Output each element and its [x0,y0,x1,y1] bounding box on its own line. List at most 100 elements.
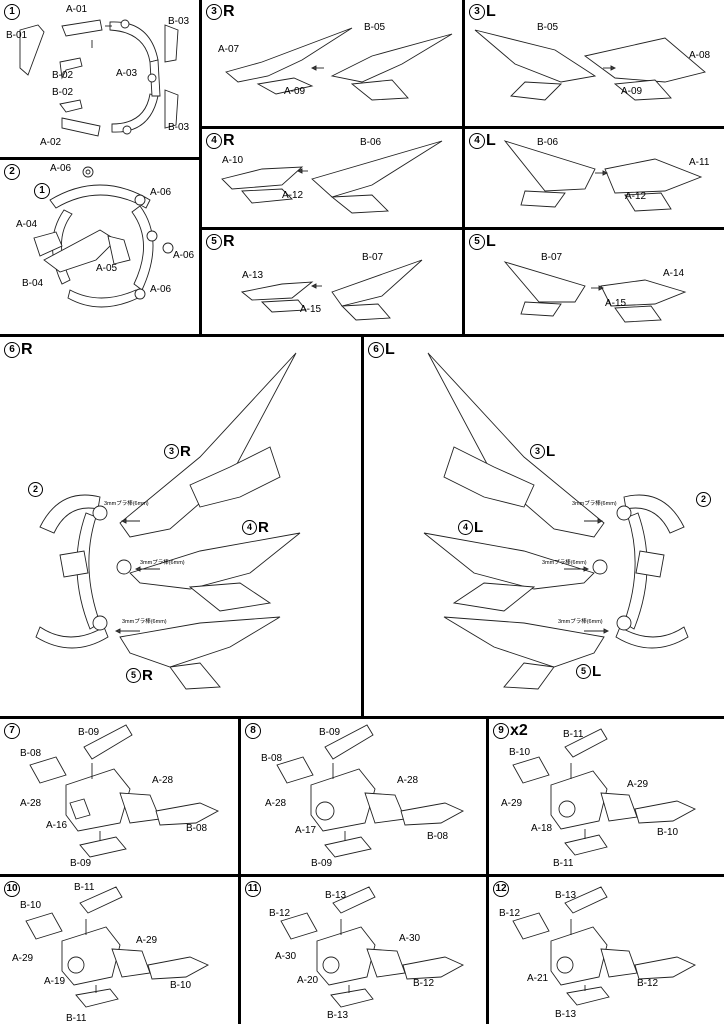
part-label: B-08 [261,753,283,764]
part-label: A-30 [399,933,421,944]
rod-note: 3mmプラ棒(6mm) [542,560,587,566]
step-title: 12 [493,880,510,898]
part-label: A-06 [150,284,172,295]
part-label: B-10 [509,747,531,758]
part-label: B-01 [6,30,28,41]
part-label: A-06 [173,250,195,261]
wing-parts-illustration [240,259,423,321]
step-2-panel: 2 1 A-06 A-06 A-04 A-05 A-06 B-04 A-06 [0,160,199,334]
part-label: B-10 [20,900,42,911]
part-label: A-05 [96,263,118,274]
part-label: B-13 [555,890,577,901]
step-12-panel: 12 B-13 B-12 A-21 B-12 B-13 [489,877,724,1024]
part-label: B-13 [325,890,347,901]
divider [486,716,489,1024]
part-label: A-14 [663,268,685,279]
part-label: B-09 [311,858,333,869]
part-label: B-13 [555,1009,577,1020]
part-label: B-13 [327,1010,349,1021]
rod-note: 3mmプラ棒(6mm) [558,619,603,625]
part-label: A-08 [689,50,711,61]
joint-assembly-illustration [512,728,697,856]
rod-note: 3mmプラ棒(6mm) [122,619,167,625]
joint-assembly-illustration [280,886,465,1008]
part-label: B-05 [537,22,559,33]
part-label: A-06 [150,187,172,198]
step-7-panel: 7 B-09 B-08 A-28 A-28 A-16 B-08 B-09 [0,719,238,874]
ring-parts-illustration [19,19,179,137]
step-1-panel: 1 A-01 B-03 B-01 A-03 B-02 B-02 B-03 A-0… [0,0,199,157]
joint-assembly-illustration [29,724,220,858]
part-label: A-09 [621,86,643,97]
joint-assembly-illustration [25,886,210,1008]
part-label: B-08 [427,831,449,842]
frame-assembly-illustration [33,166,174,308]
left-wing-assembly-illustration [423,352,689,690]
part-label: A-20 [297,975,319,986]
divider [199,0,202,336]
part-label: B-09 [319,727,341,738]
part-label: B-07 [362,252,384,263]
step-title: 10 [4,880,21,898]
rod-note: 3mmプラ棒(6mm) [140,560,185,566]
part-label: A-29 [627,779,649,790]
wing-parts-illustration [221,140,443,214]
wing-parts-illustration [503,261,687,323]
part-label: B-02 [52,70,74,81]
part-label: A-29 [501,798,523,809]
part-label: B-11 [563,729,584,740]
step-2-callout: 2 [696,491,712,508]
step-2-callout: 2 [28,481,44,498]
part-label: B-04 [22,278,44,289]
part-label: B-06 [537,137,559,148]
part-label: A-19 [44,976,66,987]
part-label: B-09 [70,858,92,869]
part-label: A-16 [46,820,68,831]
part-label: A-13 [242,270,264,281]
part-label: B-09 [78,727,100,738]
part-label: A-10 [222,155,244,166]
part-label: A-30 [275,951,297,962]
wing-parts-illustration [503,140,703,212]
rod-note: 3mmプラ棒(6mm) [104,501,149,507]
part-label: B-11 [74,882,95,893]
part-label: B-12 [269,908,291,919]
part-label: B-05 [364,22,386,33]
part-label: B-12 [637,978,659,989]
step-title: 8 [245,722,262,740]
part-label: A-28 [20,798,42,809]
part-label: A-28 [265,798,287,809]
part-label: B-08 [20,748,42,759]
part-label: B-06 [360,137,382,148]
part-label: A-02 [40,137,62,148]
rod-note: 3mmプラ棒(6mm) [572,501,617,507]
part-label: A-01 [66,4,88,15]
part-label: B-02 [52,87,74,98]
step-title: 7 [4,722,21,740]
wing-parts-illustration [474,29,706,101]
part-label: A-29 [136,935,158,946]
part-label: A-11 [689,157,710,168]
part-label: B-11 [553,858,574,869]
part-label: A-04 [16,219,38,230]
divider [0,157,200,160]
wing-parts-illustration [225,27,453,101]
part-label: A-21 [527,973,549,984]
part-label: B-12 [499,908,521,919]
